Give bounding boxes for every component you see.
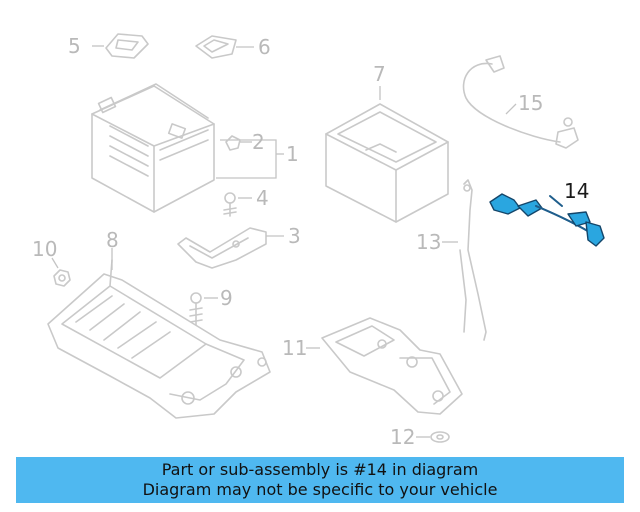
part-5-clip: 5 (68, 33, 149, 59)
callout-8: 8 (106, 228, 119, 252)
callout-12: 12 (390, 425, 415, 449)
callout-4: 4 (256, 186, 269, 210)
callout-7: 7 (373, 62, 386, 86)
part-15-cable: 15 (462, 55, 579, 149)
callout-11: 11 (282, 336, 307, 360)
part-1-battery: 1 (91, 83, 299, 213)
callout-13: 13 (416, 230, 441, 254)
part-11-cover: 11 (282, 317, 463, 415)
banner-line-2: Diagram may not be specific to your vehi… (142, 480, 498, 499)
part-13-strap: 13 (416, 179, 487, 341)
part-7-battery-box: 7 (325, 62, 449, 223)
part-9-bolt: 9 (189, 286, 233, 329)
part-2-fastener: 2 (225, 130, 265, 154)
part-4-bolt: 4 (223, 186, 269, 217)
part-10-nut: 10 (32, 237, 71, 287)
part-14-cable-highlighted: 14 (489, 179, 605, 247)
callout-10: 10 (32, 237, 57, 261)
callout-1: 1 (286, 142, 299, 166)
callout-5: 5 (68, 34, 81, 58)
part-8-tray: 8 (47, 228, 271, 419)
part-3-bracket: 3 (177, 224, 301, 269)
diagram-notice-banner: Part or sub-assembly is #14 in diagram D… (16, 457, 624, 503)
callout-6: 6 (258, 35, 271, 59)
parts-diagram: 5 6 1 2 4 3 (32, 33, 605, 449)
part-6-pad: 6 (195, 35, 271, 59)
callout-15: 15 (518, 91, 543, 115)
callout-14: 14 (564, 179, 589, 203)
callout-9: 9 (220, 286, 233, 310)
part-12-washer: 12 (390, 425, 450, 449)
callout-2: 2 (252, 130, 265, 154)
callout-3: 3 (288, 224, 301, 248)
banner-line-1: Part or sub-assembly is #14 in diagram (161, 460, 479, 479)
